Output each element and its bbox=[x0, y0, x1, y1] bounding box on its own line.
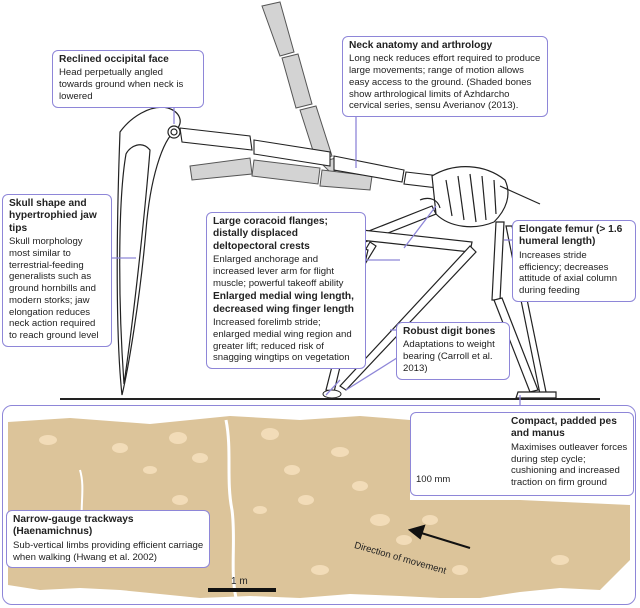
neck-box: Neck anatomy and arthrology Long neck re… bbox=[342, 36, 548, 117]
digit-title: Robust digit bones bbox=[403, 326, 504, 338]
torso-skeleton bbox=[420, 167, 540, 227]
trackways-title: Narrow-gauge trackways (Haenamichnus) bbox=[13, 514, 204, 539]
skull-body: Skull morphology most similar to terrest… bbox=[9, 236, 106, 341]
digit-body: Adaptations to weight bearing (Carroll e… bbox=[403, 339, 504, 374]
wing-title: Enlarged medial wing length, decreased w… bbox=[213, 291, 360, 316]
occipital-body: Head perpetually angled towards ground w… bbox=[59, 67, 198, 102]
femur-title: Elongate femur (> 1.6 humeral length) bbox=[519, 224, 630, 249]
neck-title: Neck anatomy and arthrology bbox=[349, 40, 542, 52]
scale-1m-label: 1 m bbox=[231, 576, 248, 587]
skull bbox=[117, 107, 180, 395]
skull-title: Skull shape and hypertrophied jaw tips bbox=[9, 198, 106, 235]
pes-body: Maximises outleaver forces during step c… bbox=[511, 442, 628, 489]
digit-box: Robust digit bones Adaptations to weight… bbox=[396, 322, 510, 380]
neck-body: Long neck reduces effort required to pro… bbox=[349, 53, 542, 112]
coracoid-title: Large coracoid flanges; distally displac… bbox=[213, 216, 360, 253]
trackways-box: Narrow-gauge trackways (Haenamichnus) Su… bbox=[6, 510, 210, 568]
coracoid-box: Large coracoid flanges; distally displac… bbox=[206, 212, 366, 369]
manus-prints bbox=[323, 390, 341, 398]
occipital-title: Reclined occipital face bbox=[59, 54, 198, 66]
skull-box: Skull shape and hypertrophied jaw tips S… bbox=[2, 194, 112, 347]
femur-box: Elongate femur (> 1.6 humeral length) In… bbox=[512, 220, 636, 302]
wing-body: Increased forelimb stride; enlarged medi… bbox=[213, 317, 360, 364]
scale-100mm-label: 100 mm bbox=[416, 474, 450, 485]
femur-body: Increases stride efficiency; decreases a… bbox=[519, 250, 630, 297]
trackways-body: Sub-vertical limbs providing efficient c… bbox=[13, 540, 204, 563]
occipital-box: Reclined occipital face Head perpetually… bbox=[52, 50, 204, 108]
pes-title: Compact, padded pes and manus bbox=[511, 416, 628, 441]
coracoid-body: Enlarged anchorage and increased lever a… bbox=[213, 254, 360, 289]
